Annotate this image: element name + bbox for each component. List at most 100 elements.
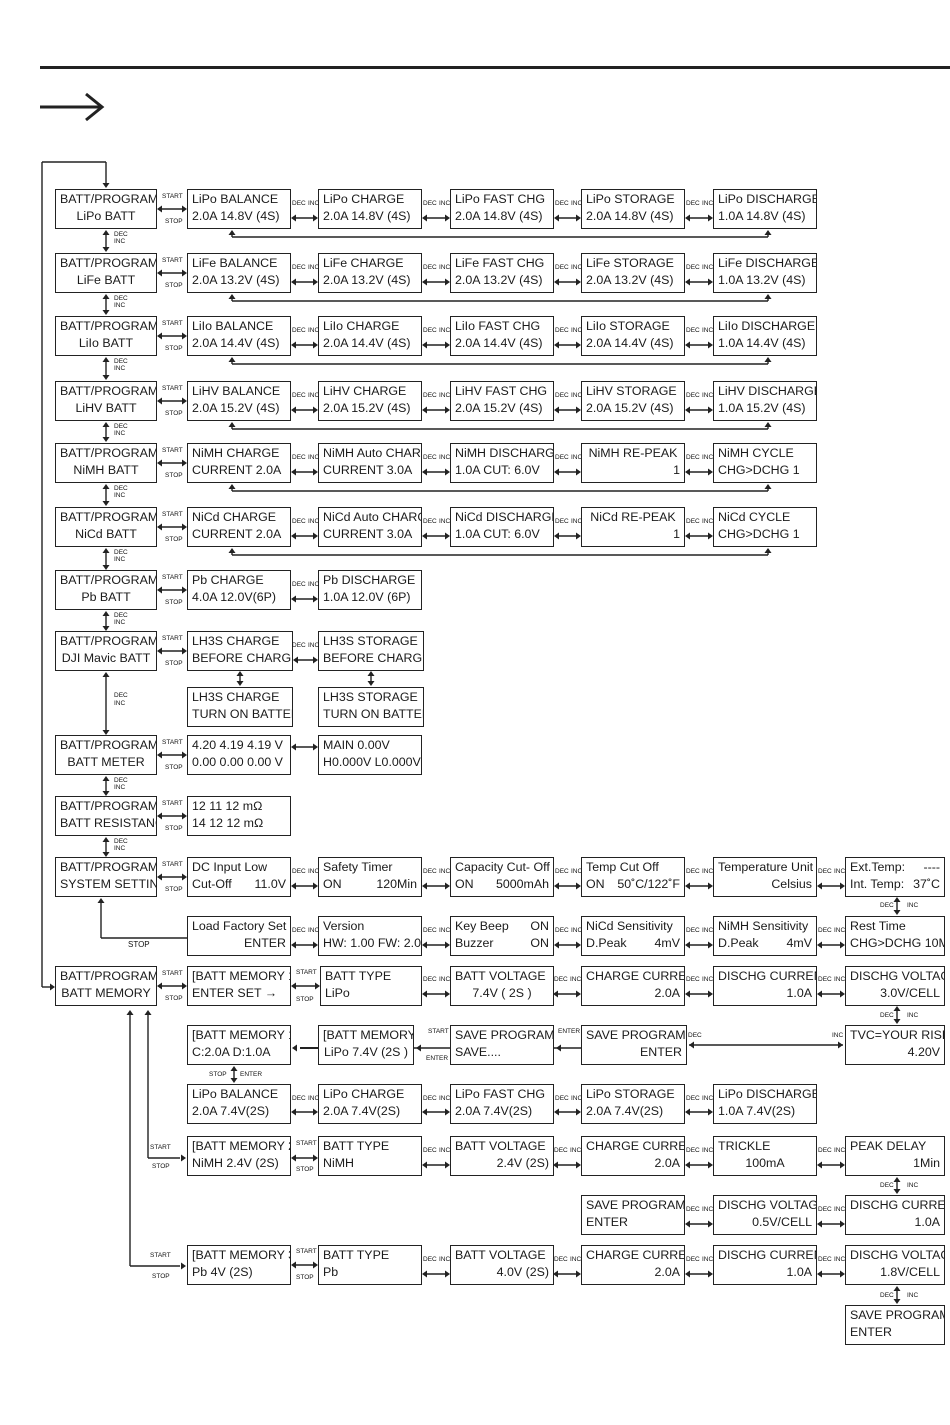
dec-label: DEC <box>423 392 437 399</box>
box-line: SAVE PROGRAM <box>586 1198 685 1212</box>
box-line: 2.0A 13.2V (4S) <box>455 273 543 287</box>
arrow-down-icon <box>102 183 110 188</box>
start-label: START <box>296 1140 317 1147</box>
arrow-up-icon <box>764 230 772 235</box>
arrow-right-icon <box>445 882 450 890</box>
arrow-up-icon <box>230 1066 238 1071</box>
box-line: LiPo DISCHARGE <box>718 1087 817 1101</box>
dec-label: DEC <box>555 200 569 207</box>
stop-label: STOP <box>165 764 183 771</box>
dec-label: DEC <box>880 1182 894 1189</box>
arrow-left-icon <box>422 406 427 414</box>
box-line: 2.0A 14.8V (4S) <box>586 209 674 223</box>
dec-label: DEC <box>686 392 700 399</box>
stop-label: STOP <box>165 345 183 352</box>
arrow-up-icon <box>102 672 110 677</box>
arrow-right-icon <box>182 647 187 655</box>
arrow-right-icon <box>445 532 450 540</box>
box-line: DISCHG CURRENT <box>718 1248 816 1262</box>
dec-label: DEC <box>292 327 306 334</box>
inc-label: INC <box>308 200 320 207</box>
dec-label: DEC <box>423 518 437 525</box>
arrow-right-icon <box>40 92 105 122</box>
dec-label: DEC <box>686 327 700 334</box>
box-line: BATT/PROGRAM <box>60 634 157 648</box>
box-line: LiHV STORAGE <box>586 384 677 398</box>
arrow-left-icon <box>157 269 162 277</box>
inc-label: INC <box>439 392 451 399</box>
inc-label: INC <box>571 392 583 399</box>
box-line: CHARGE CURRENT <box>586 1248 685 1262</box>
dec-label: DEC <box>423 200 437 207</box>
box-line: 2.0A 14.4V (4S) <box>586 336 674 350</box>
arrow-right-icon <box>445 468 450 476</box>
inc-label: INC <box>702 264 714 271</box>
box-line: LiPo STORAGE <box>586 1087 675 1101</box>
dec-label: DEC <box>423 927 437 934</box>
stop-label: STOP <box>165 410 183 417</box>
dec-label: DEC <box>818 1256 832 1263</box>
box-line: NiMH 2.4V (2S) <box>192 1156 279 1170</box>
arrow-right-icon <box>708 214 713 222</box>
box-line: LiPo BALANCE <box>192 1087 279 1101</box>
stop-label: STOP <box>165 282 183 289</box>
inc-label: INC <box>834 1256 846 1263</box>
arrow-right-icon <box>182 523 187 531</box>
box-line: CURRENT 2.0A <box>192 463 282 477</box>
box-line: 4.0A 12.0V(6P) <box>192 590 277 604</box>
arrow-right-icon <box>576 468 581 476</box>
arrow-left-icon <box>422 532 427 540</box>
box-line: [BATT MEMORY 3] <box>192 1248 291 1262</box>
arrow-right-icon <box>708 1270 713 1278</box>
dec-label: DEC <box>880 1292 894 1299</box>
stop-label: STOP <box>296 1166 314 1173</box>
arrow-right-icon <box>576 941 581 949</box>
arrow-left-icon <box>291 595 296 603</box>
dec-label: DEC <box>292 868 306 875</box>
box-line: 3.0V/CELL <box>880 986 940 1000</box>
arrow-up-icon <box>102 776 110 781</box>
box-line: 2.0A <box>654 1265 681 1279</box>
dec-label: DEC <box>555 1095 569 1102</box>
arrow-right-icon <box>445 214 450 222</box>
box-line: BATT TYPE <box>323 1139 390 1153</box>
arrow-right-icon <box>313 341 318 349</box>
box-line: BATT/PROGRAM <box>60 573 157 587</box>
box-line: LiFe CHARGE <box>323 256 404 270</box>
box-line: 2.0A 14.8V (4S) <box>455 209 543 223</box>
box-line: LiIo BALANCE <box>192 319 274 333</box>
box-line: NiCd CYCLE <box>718 510 791 524</box>
inc-label: INC <box>702 868 714 875</box>
box-line: 2.0A 14.4V (4S) <box>192 336 280 350</box>
arrow-left-icon <box>685 1161 690 1169</box>
dec-label: DEC <box>686 1206 700 1213</box>
inc-label: INC <box>571 454 583 461</box>
enter-label: ENTER <box>240 1071 263 1078</box>
inc-label: INC <box>702 1256 714 1263</box>
box-line: DISCHG CURRENT <box>718 969 816 983</box>
start-label: START <box>162 385 183 392</box>
box-line: 1.0A <box>914 1215 941 1229</box>
arrow-right-icon <box>445 1108 450 1116</box>
box-line: SAVE PROGRAM <box>850 1308 945 1322</box>
arrow-right-icon <box>840 882 845 890</box>
stop-label: STOP <box>152 1163 170 1170</box>
inc-label: INC <box>308 392 320 399</box>
inc-label: INC <box>834 1206 846 1213</box>
